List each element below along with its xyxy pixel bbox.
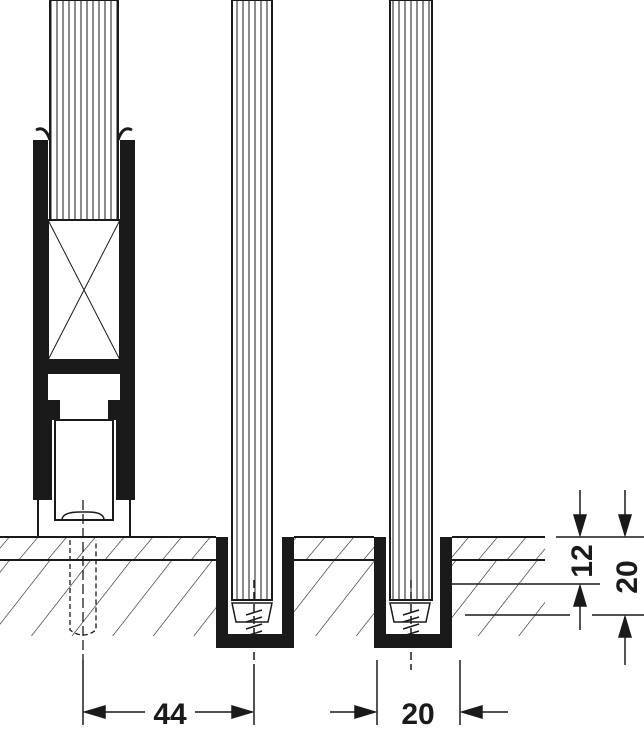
screw-2 xyxy=(402,580,420,670)
framed-door-panel xyxy=(33,0,135,660)
dimension-20-horizontal-label: 20 xyxy=(401,698,434,730)
panel-3 xyxy=(389,0,433,601)
wall-plug xyxy=(69,500,97,660)
dimension-12-label: 12 xyxy=(566,544,599,577)
dimension-20-horizontal xyxy=(330,660,508,725)
dimension-44-label: 44 xyxy=(153,698,187,730)
panel-2 xyxy=(231,0,273,601)
dimension-vertical-lines xyxy=(445,490,644,665)
dimension-44 xyxy=(82,660,255,725)
screw-1 xyxy=(245,580,263,670)
dimension-20-vertical-label: 20 xyxy=(611,560,644,593)
